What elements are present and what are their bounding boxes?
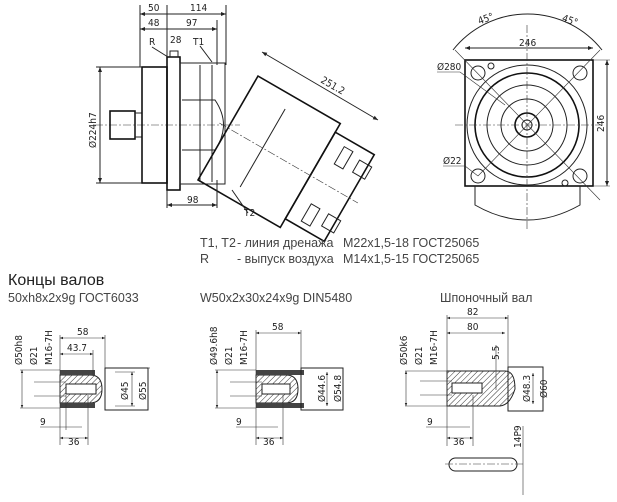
shaft1-bore: Ø21 <box>28 346 40 365</box>
bolt-holes <box>470 62 588 187</box>
port-t1-label: T1 <box>192 37 204 48</box>
shaft2-drawing: 58 Ø49.6h8 Ø21 M16-7H Ø44.6 Ø54.8 9 36 <box>208 322 344 448</box>
shaft3-f2: Ø60 <box>538 379 550 398</box>
side-view: 50 114 48 97 28 R T1 T2 98 251.2 Ø224h7 <box>87 3 379 243</box>
shaft2-dim-58: 58 <box>272 322 284 333</box>
shaft1-thread: M16-7H <box>44 330 55 365</box>
dim-98: 98 <box>187 195 199 206</box>
shaft3-dim-82: 82 <box>467 307 478 318</box>
shaft2-thread: M16-7H <box>239 330 250 365</box>
shaft2-bore: Ø21 <box>223 346 235 365</box>
shaft3-dim-9: 9 <box>427 417 433 428</box>
angled-housing <box>196 74 376 243</box>
key-slot <box>448 457 518 472</box>
note2-desc: - выпуск воздуха <box>237 252 334 266</box>
note1-desc: - линия дренажа <box>237 236 333 250</box>
shaft1-name: 50xh8x2x9g ГОСТ6033 <box>8 291 139 305</box>
dim-28: 28 <box>170 35 182 46</box>
shaft1-f1: Ø45 <box>119 381 131 400</box>
side-dimensions <box>96 5 379 214</box>
shaft1-od: Ø50h8 <box>13 335 25 365</box>
motor-body <box>179 62 226 185</box>
shaft2-f1: Ø44.6 <box>316 375 328 402</box>
shaft3-bore: Ø21 <box>413 346 425 365</box>
shaft2-od: Ø49.6h8 <box>208 326 220 365</box>
dim-22: Ø22 <box>443 155 462 167</box>
dim-width-246: 246 <box>519 38 536 49</box>
note2-ports: R <box>200 252 209 266</box>
note1-spec: M22x1,5-18 ГОСТ25065 <box>343 236 479 250</box>
port-t2-label: T2 <box>243 208 255 219</box>
square-flange <box>464 59 594 187</box>
shaft3-dim-80: 80 <box>467 322 479 333</box>
shaft1-f2: Ø55 <box>137 381 149 400</box>
port-notes: T1, T2 - линия дренажа M22x1,5-18 ГОСТ25… <box>200 236 479 266</box>
shaft1-dim-58: 58 <box>77 327 89 338</box>
shaft2-dim-9: 9 <box>236 417 242 428</box>
shaft3-key-depth: 5.5 <box>491 346 502 360</box>
note1-ports: T1, T2 <box>200 236 236 250</box>
dim-280: Ø280 <box>437 61 462 73</box>
shaft3-key-width: 14P9 <box>513 425 524 448</box>
shaft3-dim-36: 36 <box>453 437 465 448</box>
port-r-label: R <box>149 37 155 48</box>
dim-224: Ø224h7 <box>87 112 99 148</box>
shaft3-drawing: 82 80 5.5 Ø50k6 Ø21 M16-7H Ø48.3 Ø60 9 3… <box>398 307 550 495</box>
dim-48: 48 <box>148 18 160 29</box>
shaft2-dim-36: 36 <box>263 437 275 448</box>
shaft3-f1: Ø48.3 <box>521 375 533 402</box>
angle-left: 45° <box>477 12 496 28</box>
shaft2-name: W50x2x30x24x9g DIN5480 <box>200 291 352 305</box>
shaft3-name: Шпоночный вал <box>440 291 532 305</box>
front-view: 45° 45° 246 246 Ø280 Ø22 <box>437 12 610 230</box>
note2-spec: M14x1,5-15 ГОСТ25065 <box>343 252 479 266</box>
dim-114: 114 <box>190 3 207 14</box>
shaft3-od: Ø50k6 <box>398 335 410 365</box>
shaft1-drawing: 58 43.7 Ø50h8 Ø21 M16-7H Ø45 Ø55 9 36 <box>13 327 150 448</box>
shaft1-dim-9: 9 <box>40 417 46 428</box>
dim-97: 97 <box>186 18 197 29</box>
dim-50: 50 <box>148 3 160 14</box>
shaft-ends-title: Концы валов <box>8 272 104 289</box>
shaft2-f2: Ø54.8 <box>332 375 344 402</box>
shaft1-dim-36: 36 <box>68 437 80 448</box>
dim-height-246: 246 <box>596 115 607 132</box>
shaft3-thread: M16-7H <box>429 330 440 365</box>
shaft1-dim-43-7: 43.7 <box>67 343 87 354</box>
angle-right: 45° <box>560 13 579 29</box>
dim-251: 251.2 <box>319 75 347 97</box>
flange-plate <box>166 56 181 191</box>
